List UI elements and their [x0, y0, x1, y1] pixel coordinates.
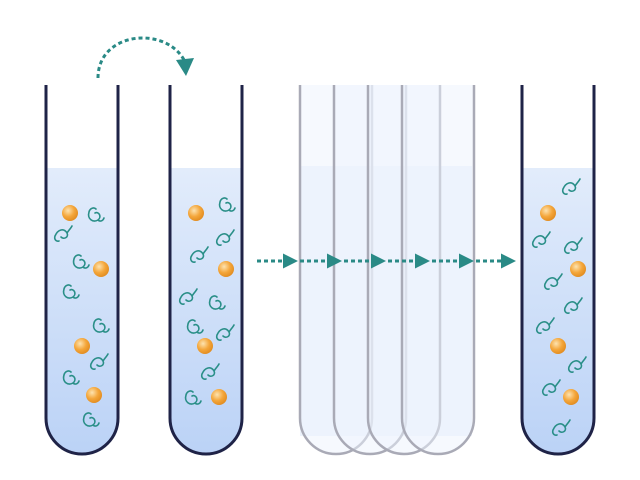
transfer-curved-arrow-icon	[96, 36, 194, 79]
serial-tube-4	[400, 85, 476, 456]
orange-bead-icon	[540, 205, 586, 405]
final-tube	[520, 85, 596, 456]
orange-bead-icon	[188, 205, 234, 405]
orange-bead-icon	[62, 205, 109, 403]
mixed-tube	[168, 85, 244, 456]
serial-tubes	[298, 85, 476, 456]
source-tube	[44, 85, 120, 456]
